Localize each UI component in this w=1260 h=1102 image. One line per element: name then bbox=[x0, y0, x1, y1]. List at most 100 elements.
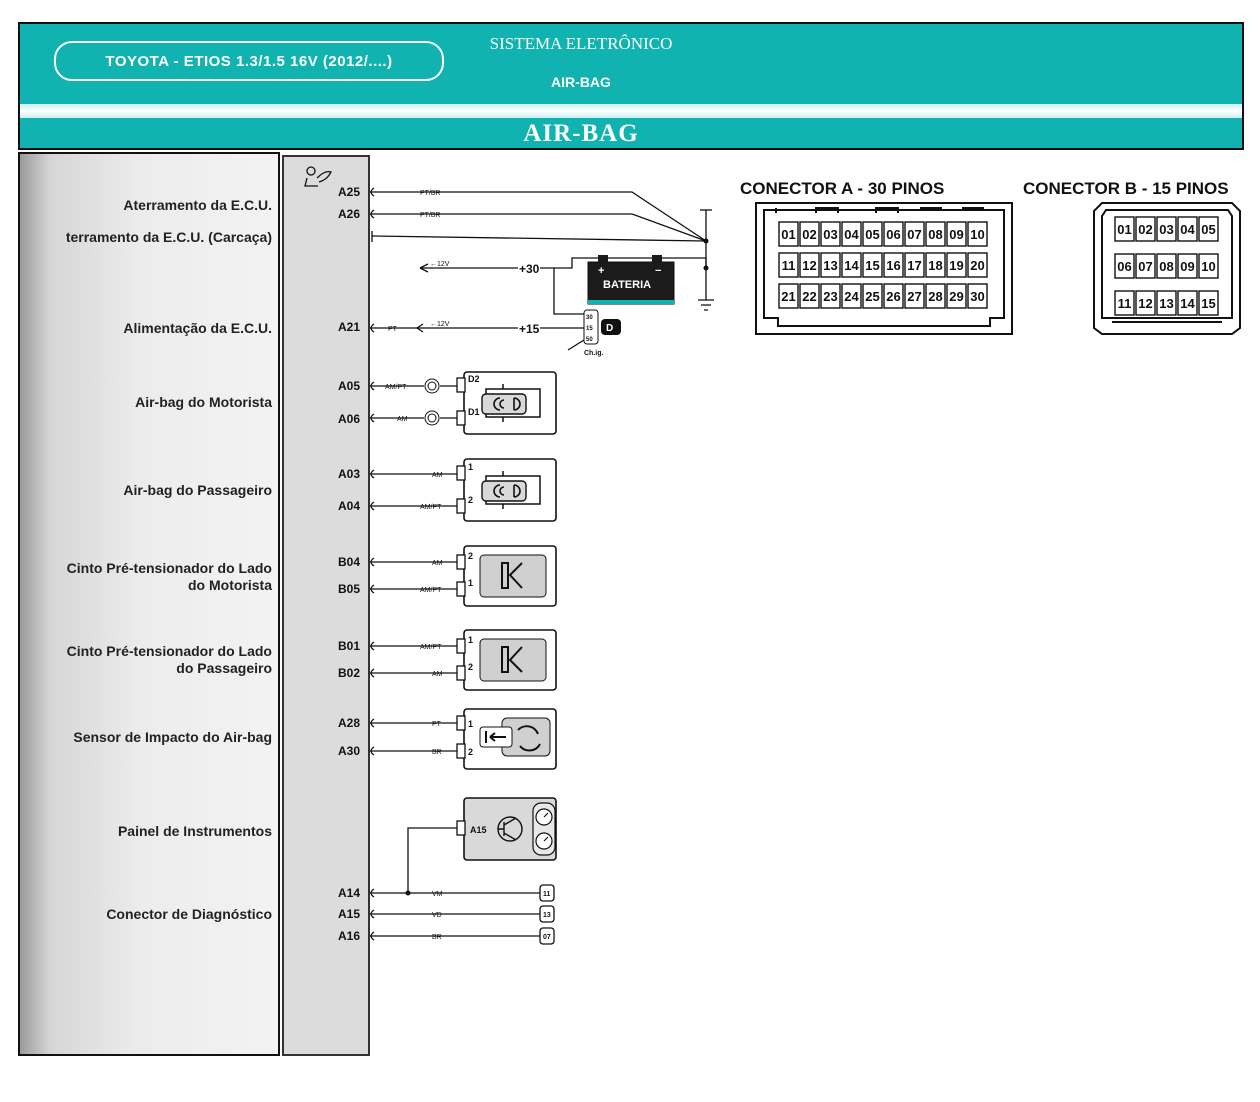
ecu-pin-b02: B02 bbox=[338, 666, 361, 680]
connector-a-pin-23: 23 bbox=[823, 289, 837, 304]
label-passenger-pretensioner-line1: Cinto Pré-tensionador do Lado bbox=[66, 643, 272, 659]
connector-a-pin-08: 08 bbox=[928, 227, 942, 242]
ecu-pin-a04: A04 bbox=[338, 499, 361, 513]
connector-a-cell-16 bbox=[883, 252, 904, 278]
connector-b-cell-11 bbox=[1114, 290, 1135, 316]
connector-a-pin-15: 15 bbox=[865, 258, 879, 273]
ecu-pin-a15: A15 bbox=[338, 907, 361, 921]
connector-b-pin-02: 02 bbox=[1138, 222, 1152, 237]
system-title: SISTEMA ELETRÔNICO bbox=[489, 34, 673, 53]
connector-a-cell-14 bbox=[841, 252, 862, 278]
connector-a-cell-21 bbox=[778, 283, 799, 309]
wire-a26: PT/BR bbox=[420, 212, 441, 219]
driver-airbag-pin-d1: D1 bbox=[468, 407, 480, 417]
connector-a-pin-21: 21 bbox=[781, 289, 795, 304]
connector-a-pin-05: 05 bbox=[865, 227, 879, 242]
connector-a-pin-27: 27 bbox=[907, 289, 921, 304]
header-band bbox=[20, 104, 1242, 118]
driver-pret-pin-1: 1 bbox=[468, 578, 473, 588]
driver-airbag-pin-d2: D2 bbox=[468, 374, 480, 384]
impact-sensor-icon bbox=[479, 717, 551, 757]
ignition-switch bbox=[583, 309, 621, 345]
connector-b-cell-06 bbox=[1114, 253, 1135, 279]
label-passenger-airbag: Air-bag do Passageiro bbox=[123, 482, 272, 498]
connector-a-pin-09: 09 bbox=[949, 227, 963, 242]
label-driver-pretensioner-line2: do Motorista bbox=[188, 577, 272, 593]
connector-b-cell-08 bbox=[1156, 253, 1177, 279]
wire-a06: AM bbox=[397, 416, 408, 423]
header-banner: TOYOTA - ETIOS 1.3/1.5 16V (2012/....) S… bbox=[18, 22, 1244, 150]
connector-b-pin-10: 10 bbox=[1201, 259, 1215, 274]
connector-a-pin-25: 25 bbox=[865, 289, 879, 304]
connector-b-cell-15 bbox=[1198, 290, 1219, 316]
connector-a-pin-04: 04 bbox=[844, 227, 859, 242]
label-driver-pretensioner-line1: Cinto Pré-tensionador do Lado bbox=[66, 560, 272, 576]
circuit-labels-panel: Aterramento da E.C.U. terramento da E.C.… bbox=[18, 152, 280, 1056]
connector-b-pin-12: 12 bbox=[1138, 296, 1152, 311]
connector-a-cell-25 bbox=[862, 283, 883, 309]
label-ground-ecu: Aterramento da E.C.U. bbox=[123, 197, 272, 213]
connector-b-pin-14: 14 bbox=[1180, 296, 1195, 311]
ecu-pin-a28: A28 bbox=[338, 716, 361, 730]
connector-b-pin-11: 11 bbox=[1118, 296, 1132, 311]
connector-a-pin-10: 10 bbox=[970, 227, 984, 242]
connector-a-cell-19 bbox=[946, 252, 967, 278]
label-diag-connector: Conector de Diagnóstico bbox=[106, 906, 272, 922]
connector-a-cell-20 bbox=[967, 252, 988, 278]
connector-b-pin-03: 03 bbox=[1159, 222, 1173, 237]
connector-a-pin-14: 14 bbox=[844, 258, 859, 273]
connector-a-cell-15 bbox=[862, 252, 883, 278]
connector-a-cell-24 bbox=[841, 283, 862, 309]
ecu-pin-a06: A06 bbox=[338, 412, 361, 426]
label-plus30: +30 bbox=[519, 262, 540, 276]
label-passenger-pretensioner: Cinto Pré-tensionador do Lado do Passage… bbox=[67, 643, 272, 677]
connector-a-pin-03: 03 bbox=[823, 227, 837, 242]
passenger-airbag-pin-1: 1 bbox=[468, 462, 473, 472]
connector-a-cell-29 bbox=[946, 283, 967, 309]
airbag-icon bbox=[304, 166, 332, 187]
connector-b-cell-13 bbox=[1156, 290, 1177, 316]
ecu-pin-b04: B04 bbox=[338, 555, 361, 569]
connector-b-cell-10 bbox=[1198, 253, 1219, 279]
wire-b02: AM bbox=[432, 671, 443, 678]
switch-pin-50: 50 bbox=[586, 337, 593, 343]
battery-label: BATERIA bbox=[603, 279, 651, 291]
label-passenger-pretensioner-line2: do Passageiro bbox=[176, 660, 272, 676]
switch-label: Ch.ig. bbox=[584, 350, 603, 357]
wire-a04: AM/PT bbox=[420, 504, 442, 511]
connector-a-pin-06: 06 bbox=[886, 227, 900, 242]
ecu-pin-a16: A16 bbox=[338, 929, 361, 943]
connector-a-cell-13 bbox=[820, 252, 841, 278]
connector-b-cell-01 bbox=[1114, 216, 1135, 242]
connector-a-cell-28 bbox=[925, 283, 946, 309]
wire-a28: PT bbox=[432, 721, 442, 728]
connector-a-pin-28: 28 bbox=[928, 289, 942, 304]
arrow-30 bbox=[419, 263, 429, 273]
connector-b-cell-07 bbox=[1135, 253, 1156, 279]
connector-a-pin-16: 16 bbox=[886, 258, 900, 273]
connector-b-cell-12 bbox=[1135, 290, 1156, 316]
connector-a-title: CONECTOR A - 30 PINOS bbox=[740, 179, 945, 198]
connector-a-pin-07: 07 bbox=[907, 227, 921, 242]
battery-icon bbox=[587, 255, 675, 305]
label-impact-sensor: Sensor de Impacto do Air-bag bbox=[73, 729, 272, 745]
label-instrument-panel: Painel de Instrumentos bbox=[117, 823, 272, 839]
connector-a-cell-03 bbox=[820, 221, 841, 247]
connector-a-pin-18: 18 bbox=[928, 258, 942, 273]
connector-a-cell-22 bbox=[799, 283, 820, 309]
connector-b-pin-09: 09 bbox=[1180, 259, 1194, 274]
connector-a-cell-17 bbox=[904, 252, 925, 278]
wire-b04: AM bbox=[432, 560, 443, 567]
connector-b-cell-03 bbox=[1156, 216, 1177, 242]
connector-b-pin-07: 07 bbox=[1138, 259, 1152, 274]
connector-b-pin-06: 06 bbox=[1117, 259, 1131, 274]
connector-a-pin-26: 26 bbox=[886, 289, 900, 304]
connector-a-cell-02 bbox=[799, 221, 820, 247]
connector-b-cell-14 bbox=[1177, 290, 1198, 316]
wire-a30: BR bbox=[432, 749, 442, 756]
connector-a-cell-05 bbox=[862, 221, 883, 247]
wire-a25: PT/BR bbox=[420, 190, 441, 197]
diag-pin-11: 11 bbox=[543, 891, 551, 898]
label-driver-pretensioner: Cinto Pré-tensionador do Lado do Motoris… bbox=[67, 560, 272, 594]
subsystem-title: AIR-BAG bbox=[551, 74, 611, 90]
